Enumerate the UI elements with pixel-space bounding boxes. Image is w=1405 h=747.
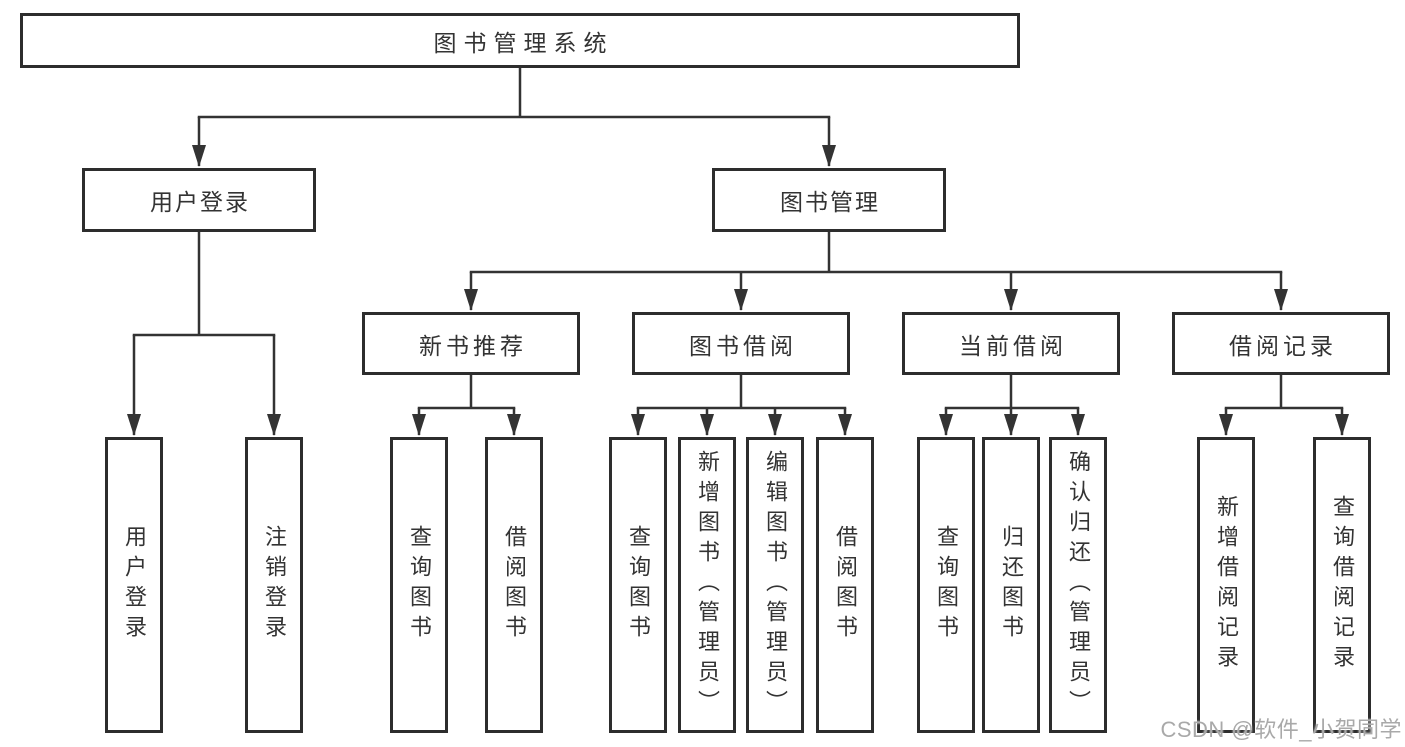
leaf-label: 查询图书 — [626, 525, 651, 645]
leaf-confirm-return-admin: 确认归还（管理员） — [1049, 437, 1107, 733]
leaf-borrow-book-2: 借阅图书 — [816, 437, 874, 733]
leaf-edit-book-admin: 编辑图书（管理员） — [746, 437, 804, 733]
leaf-return-book: 归还图书 — [982, 437, 1040, 733]
node-user-login: 用户登录 — [82, 168, 316, 232]
leaf-label: 借阅图书 — [502, 525, 527, 645]
leaf-label: 查询图书 — [934, 525, 959, 645]
leaf-label: 新增图书（管理员） — [695, 450, 720, 720]
node-book-management: 图书管理 — [712, 168, 946, 232]
leaf-label: 归还图书 — [999, 525, 1024, 645]
node-label: 借阅记录 — [1229, 332, 1337, 359]
node-label: 图书管理系统 — [433, 29, 614, 56]
node-label: 新书推荐 — [419, 332, 527, 359]
node-book-borrowing: 图书借阅 — [632, 312, 850, 375]
leaf-query-book-1: 查询图书 — [390, 437, 448, 733]
node-library-system: 图书管理系统 — [20, 13, 1020, 68]
node-label: 图书借阅 — [689, 332, 797, 359]
leaf-label: 编辑图书（管理员） — [763, 450, 788, 720]
node-label: 当前借阅 — [959, 332, 1067, 359]
leaf-borrow-book-1: 借阅图书 — [485, 437, 543, 733]
node-borrowing-records: 借阅记录 — [1172, 312, 1390, 375]
node-label: 用户登录 — [150, 189, 250, 215]
leaf-user-login: 用户登录 — [105, 437, 163, 733]
leaf-query-book-3: 查询图书 — [917, 437, 975, 733]
leaf-logout: 注销登录 — [245, 437, 303, 733]
node-label: 图书管理 — [780, 189, 880, 215]
leaf-query-book-2: 查询图书 — [609, 437, 667, 733]
leaf-add-borrow-record: 新增借阅记录 — [1197, 437, 1255, 733]
leaf-label: 借阅图书 — [833, 525, 858, 645]
leaf-label: 确认归还（管理员） — [1066, 450, 1091, 720]
leaf-add-book-admin: 新增图书（管理员） — [678, 437, 736, 733]
leaf-label: 新增借阅记录 — [1214, 495, 1239, 675]
leaf-query-borrow-record: 查询借阅记录 — [1313, 437, 1371, 733]
node-current-borrowing: 当前借阅 — [902, 312, 1120, 375]
node-new-book-recommend: 新书推荐 — [362, 312, 580, 375]
leaf-label: 注销登录 — [262, 525, 287, 645]
watermark-csdn: CSDN @软件_小贺同学 — [1160, 717, 1402, 742]
leaf-label: 查询图书 — [407, 525, 432, 645]
leaf-label: 用户登录 — [122, 525, 147, 645]
leaf-label: 查询借阅记录 — [1330, 495, 1355, 675]
